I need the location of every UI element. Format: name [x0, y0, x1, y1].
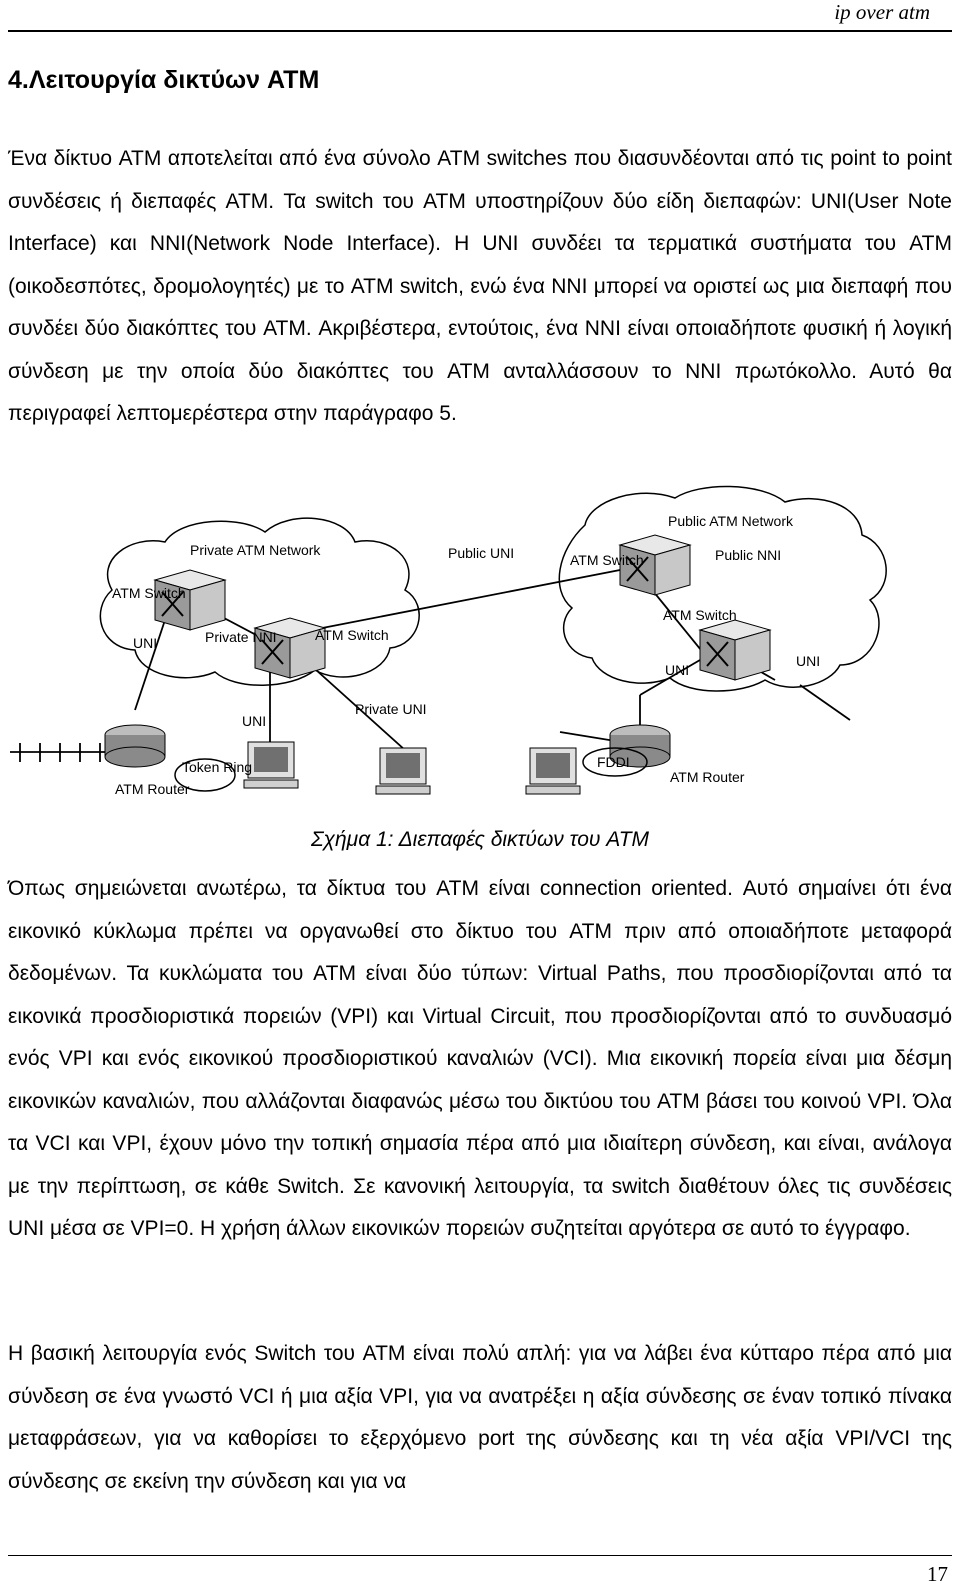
label-atm-switch: ATM Switch	[315, 627, 389, 643]
label-uni: UNI	[665, 662, 689, 678]
paragraph-1: Ένα δίκτυο ATM αποτελείται από ένα σύνολ…	[8, 147, 952, 425]
atm-switch-icon	[153, 569, 227, 631]
paragraph-3: Η βασική λειτουργία ενός Switch του ATM …	[8, 1342, 952, 1493]
header-rule	[8, 30, 952, 32]
label-atm-router: ATM Router	[670, 769, 745, 785]
label-public-network: Public ATM Network	[668, 513, 794, 529]
label-fddi: FDDI	[597, 754, 630, 770]
fddi-ring-icon	[582, 747, 648, 777]
label-atm-switch: ATM Switch	[663, 607, 737, 623]
public-network-cloud	[558, 485, 887, 692]
router-icon	[104, 724, 166, 768]
label-uni: UNI	[796, 653, 820, 669]
label-private-network: Private ATM Network	[190, 542, 321, 558]
computer-icon	[243, 741, 299, 789]
atm-switch-icon	[618, 534, 692, 596]
paragraph-2: Όπως σημειώνεται ανωτέρω, τα δίκτυα του …	[8, 877, 952, 1240]
atm-switch-icon	[253, 617, 327, 679]
computer-icon	[375, 747, 431, 795]
label-uni: UNI	[133, 635, 157, 651]
label-private-uni: Private UNI	[355, 701, 427, 717]
page-number: 17	[927, 1562, 948, 1586]
label-atm-switch: ATM Switch	[570, 552, 644, 568]
router-icon	[609, 724, 671, 768]
label-atm-router: ATM Router	[115, 781, 190, 797]
atm-interfaces-figure: Private ATM Network Public ATM Network P…	[10, 485, 887, 797]
label-atm-switch: ATM Switch	[112, 585, 186, 601]
label-public-uni: Public UNI	[448, 545, 514, 561]
label-token-ring: Token Ring	[182, 759, 252, 775]
running-header: ip over atm	[834, 0, 930, 24]
figure-caption: Σχήμα 1: Διεπαφές δικτύων του ATM	[310, 828, 650, 851]
token-ring-icon	[174, 758, 236, 792]
label-uni: UNI	[242, 713, 266, 729]
private-network-cloud	[99, 517, 420, 686]
label-public-nni: Public NNI	[715, 547, 781, 563]
computer-icon	[525, 747, 581, 795]
atm-switch-icon	[698, 619, 772, 681]
footer-rule	[8, 1555, 952, 1556]
section-heading: 4.Λειτουργία δικτύων ATM	[8, 66, 320, 94]
label-private-nni: Private NNI	[205, 629, 277, 645]
